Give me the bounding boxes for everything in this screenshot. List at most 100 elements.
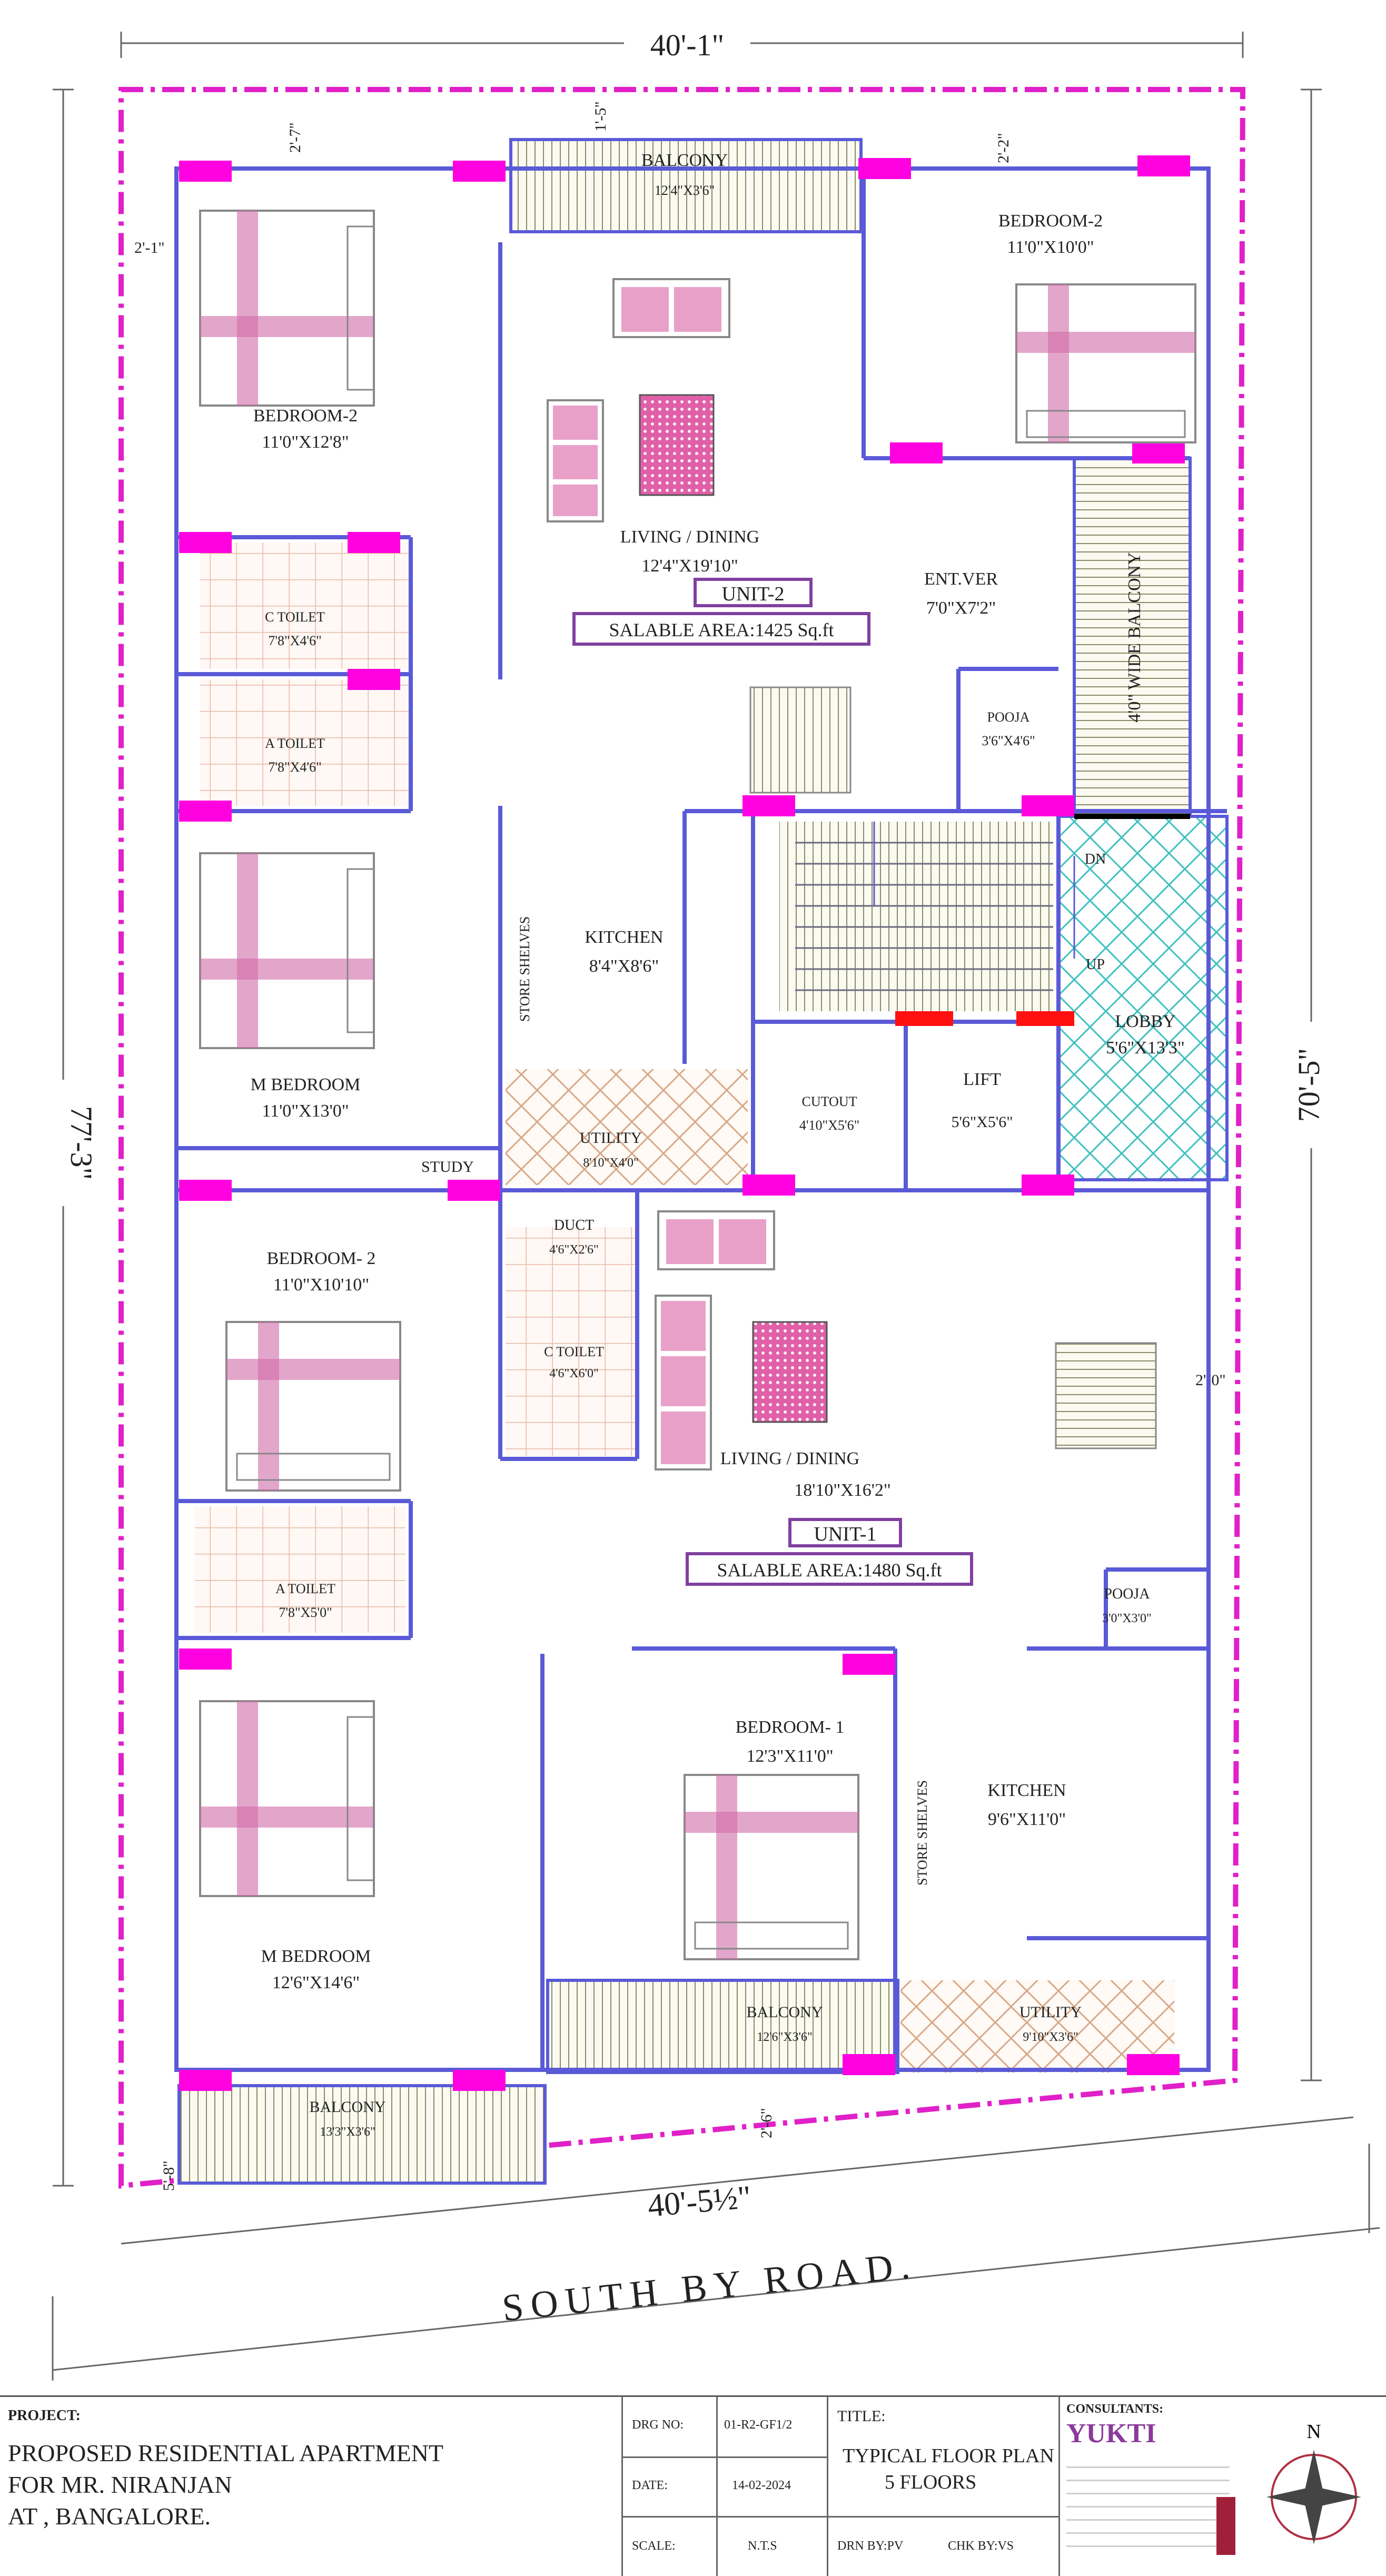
room-name: LIVING / DINING (720, 1449, 859, 1468)
room-name: BALCONY (309, 2098, 385, 2116)
date-label: DATE: (632, 2479, 668, 2492)
room-size: 7'8"X4'6" (268, 759, 321, 775)
study-label: STUDY (421, 1158, 474, 1176)
room-name: UTILITY (1019, 2003, 1082, 2021)
unit-2-salable-area: SALABLE AREA:1425 Sq.ft (609, 619, 834, 640)
stair-dn-label: DN (1085, 851, 1106, 867)
bed-icon (684, 1774, 859, 1960)
title-label: TITLE: (837, 2407, 886, 2425)
north-arrow-icon: N (1266, 2421, 1361, 2544)
plot-boundary (118, 87, 1246, 2189)
project-label: PROJECT: (8, 2407, 81, 2424)
north-label: N (1306, 2421, 1321, 2443)
bed-icon (199, 1700, 375, 1897)
drg-no: 01-R2-GF1/2 (724, 2418, 793, 2432)
dim-1-5: 1'-5" (592, 101, 609, 132)
room-name: BEDROOM- 2 (267, 1249, 376, 1268)
wide-balcony-label: 4'0" WIDE BALCONY (1125, 552, 1144, 722)
room-size: 7'0"X7'2" (926, 598, 996, 618)
drg-no-label: DRG NO: (632, 2418, 684, 2432)
room-name: POOJA (987, 709, 1030, 725)
room-size: 3'6"X4'6" (982, 733, 1035, 748)
dim-5-8: 5'-8" (160, 2160, 177, 2191)
room-size: 9'10"X3'6" (1023, 2030, 1078, 2044)
room-name: BEDROOM-2 (253, 406, 358, 426)
store-shelves-label: STORE SHELVES (915, 1780, 930, 1886)
date-value: 14-02-2024 (732, 2479, 791, 2492)
dim-2-2: 2'-2" (995, 133, 1012, 163)
room-size: 11'0"X10'0" (1007, 238, 1094, 257)
room-size: 7'8"X4'6" (268, 633, 321, 648)
unit-1-salable-area: SALABLE AREA:1480 Sq.ft (717, 1560, 942, 1581)
dim-right: 70'-5" (1292, 1048, 1326, 1122)
room-size: 11'0"X10'10" (273, 1275, 369, 1295)
bed-icon (199, 210, 375, 407)
room-name: LOBBY (1115, 1012, 1175, 1031)
firm-logo-icon (1216, 2497, 1235, 2555)
room-name: UTILITY (580, 1129, 642, 1147)
dim-2-7: 2'-7" (286, 122, 304, 153)
room-name: BALCONY (641, 151, 728, 170)
room-size: 5'6"X5'6" (952, 1113, 1013, 1131)
room-name: M BEDROOM (261, 1947, 371, 1966)
beds (199, 210, 1196, 1960)
room-size: 12'6"X3'6" (757, 2030, 813, 2044)
room-name: BEDROOM- 1 (736, 1718, 845, 1737)
room-name: DUCT (554, 1217, 594, 1233)
project-line: AT , BANGALORE. (8, 2503, 211, 2530)
room-size: 4'10"X5'6" (799, 1118, 859, 1133)
unit-2-label: UNIT-2 (722, 583, 785, 605)
title-line: 5 FLOORS (885, 2471, 977, 2493)
road-label: SOUTH BY ROAD. (500, 2244, 919, 2329)
firm-name: YUKTI (1066, 2419, 1156, 2449)
room-name: LIFT (963, 1070, 1001, 1089)
bed-icon (1015, 283, 1196, 443)
room-size: 12'4"X3'6" (655, 183, 715, 198)
scale-value: N.T.S (748, 2539, 777, 2553)
title-block: PROJECT: PROPOSED RESIDENTIAL APARTMENT … (0, 2395, 1386, 2576)
scale-label: SCALE: (632, 2539, 676, 2553)
columns (179, 155, 1190, 2091)
bed-icon (199, 852, 375, 1049)
drawn-by: DRN BY:PV (837, 2539, 904, 2553)
room-name: POOJA (1104, 1586, 1150, 1602)
room-size: 12'6"X14'6" (272, 1973, 360, 1992)
stair-up-label: UP (1086, 956, 1105, 973)
dim-bottom: 40'-5½" (646, 2179, 753, 2224)
room-size: 8'4"X8'6" (589, 956, 659, 976)
room-size: 12'4"X19'10" (641, 556, 738, 576)
room-size: 8'10"X4'0" (583, 1156, 639, 1170)
room-size: 13'3"X3'6" (320, 2125, 375, 2139)
room-size: 4'6"X2'6" (549, 1243, 599, 1257)
room-size: 11'0"X13'0" (262, 1101, 349, 1121)
staircase (795, 822, 1075, 991)
room-size: 18'10"X16'2" (794, 1481, 891, 1500)
consultants-label: CONSULTANTS: (1066, 2402, 1164, 2416)
living-furniture (547, 278, 1157, 1470)
dim-2-1: 2'-1" (134, 239, 165, 256)
room-name: LIVING / DINING (620, 527, 759, 547)
room-name: A TOILET (275, 1581, 335, 1596)
room-size: 9'6"X11'0" (988, 1810, 1066, 1829)
room-name: C TOILET (265, 609, 325, 625)
room-name: ENT.VER (924, 569, 998, 589)
room-size: 5'6"X13'3" (1106, 1038, 1185, 1058)
dim-left: 77'-3" (64, 1106, 98, 1180)
room-size: 11'0"X12'8" (262, 432, 349, 452)
room-name: CUTOUT (802, 1094, 857, 1109)
room-name: KITCHEN (585, 927, 663, 947)
dim-2-6: 2'-6" (758, 2108, 775, 2138)
room-size: 4'6"X6'0" (549, 1367, 599, 1380)
bed-icon (225, 1321, 401, 1492)
room-name: BEDROOM-2 (998, 211, 1103, 231)
room-size: 3'0"X3'0" (1102, 1612, 1152, 1625)
room-size: 7'8"X5'0" (279, 1605, 332, 1620)
title-line: TYPICAL FLOOR PLAN (843, 2445, 1054, 2467)
room-name: A TOILET (265, 736, 325, 751)
floor-finishes (177, 138, 1229, 2185)
room-name: M BEDROOM (251, 1075, 361, 1094)
room-size: 12'3"X11'0" (746, 1746, 833, 1766)
project-line: FOR MR. NIRANJAN (8, 2471, 232, 2498)
room-name: BALCONY (746, 2003, 823, 2021)
